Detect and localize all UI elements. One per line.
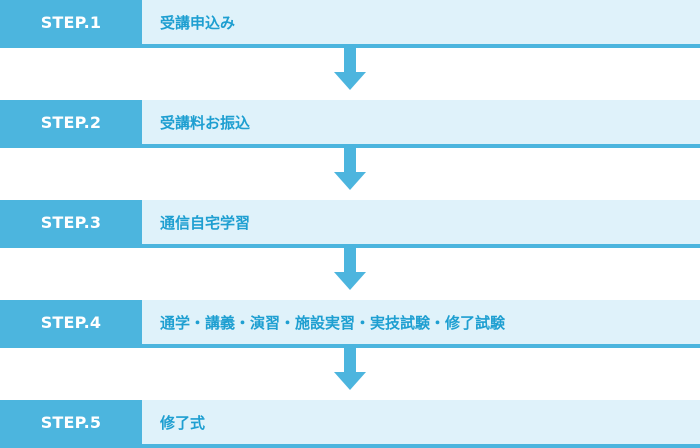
step-2-label: STEP.2 (0, 100, 142, 148)
step-3-text: 通信自宅学習 (142, 200, 700, 248)
arrow-down-icon (334, 348, 366, 392)
step-5-label: STEP.5 (0, 400, 142, 448)
arrow-down-icon (334, 248, 366, 292)
step-1: STEP.1 受講申込み (0, 0, 700, 48)
step-3-label: STEP.3 (0, 200, 142, 248)
step-4: STEP.4 通学・講義・演習・施設実習・実技試験・修了試験 (0, 300, 700, 348)
step-5: STEP.5 修了式 (0, 400, 700, 448)
step-5-text: 修了式 (142, 400, 700, 448)
arrow-down-icon (334, 148, 366, 192)
step-2-text: 受講料お振込 (142, 100, 700, 148)
step-4-label: STEP.4 (0, 300, 142, 348)
step-1-text: 受講申込み (142, 0, 700, 48)
step-2: STEP.2 受講料お振込 (0, 100, 700, 148)
step-1-label: STEP.1 (0, 0, 142, 48)
arrow-down-icon (334, 48, 366, 92)
step-3: STEP.3 通信自宅学習 (0, 200, 700, 248)
step-4-text: 通学・講義・演習・施設実習・実技試験・修了試験 (142, 300, 700, 348)
